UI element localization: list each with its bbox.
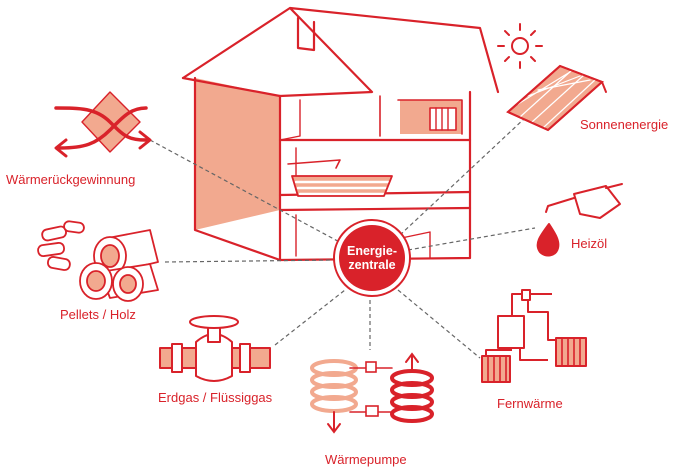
energy-center-line2: zentrale [348, 258, 396, 272]
heat-recovery-icon [54, 91, 152, 158]
energy-center-line1: Energie- [346, 244, 397, 258]
label-waermerueckgewinnung: Wärmerückgewinnung [6, 172, 136, 187]
house-side-wall [195, 78, 280, 230]
house-illustration [181, 6, 500, 262]
wood-pellets-icon [37, 220, 159, 302]
energy-center-label: Energie- zentrale [340, 244, 404, 272]
house-roof [181, 6, 500, 98]
label-waermepumpe: Wärmepumpe [325, 452, 407, 467]
gas-valve-icon [159, 315, 271, 382]
chimney [296, 16, 316, 52]
label-sonnenenergie: Sonnenenergie [580, 117, 669, 132]
radiator-icon [429, 107, 457, 131]
label-erdgas: Erdgas / Flüssiggas [158, 390, 273, 405]
heating-oil-icon [536, 183, 623, 257]
district-heating-icon [481, 289, 587, 383]
solar-panel-icon [506, 64, 607, 132]
heat-pump-icon [310, 352, 434, 434]
label-heizoel: Heizöl [571, 236, 608, 251]
floor-heating-icon [287, 159, 393, 197]
solar-energy-icon [497, 23, 607, 132]
label-pellets-holz: Pellets / Holz [60, 307, 136, 322]
label-fernwaerme: Fernwärme [497, 396, 563, 411]
connector-lines [149, 117, 536, 359]
energy-center-hub [333, 219, 411, 297]
